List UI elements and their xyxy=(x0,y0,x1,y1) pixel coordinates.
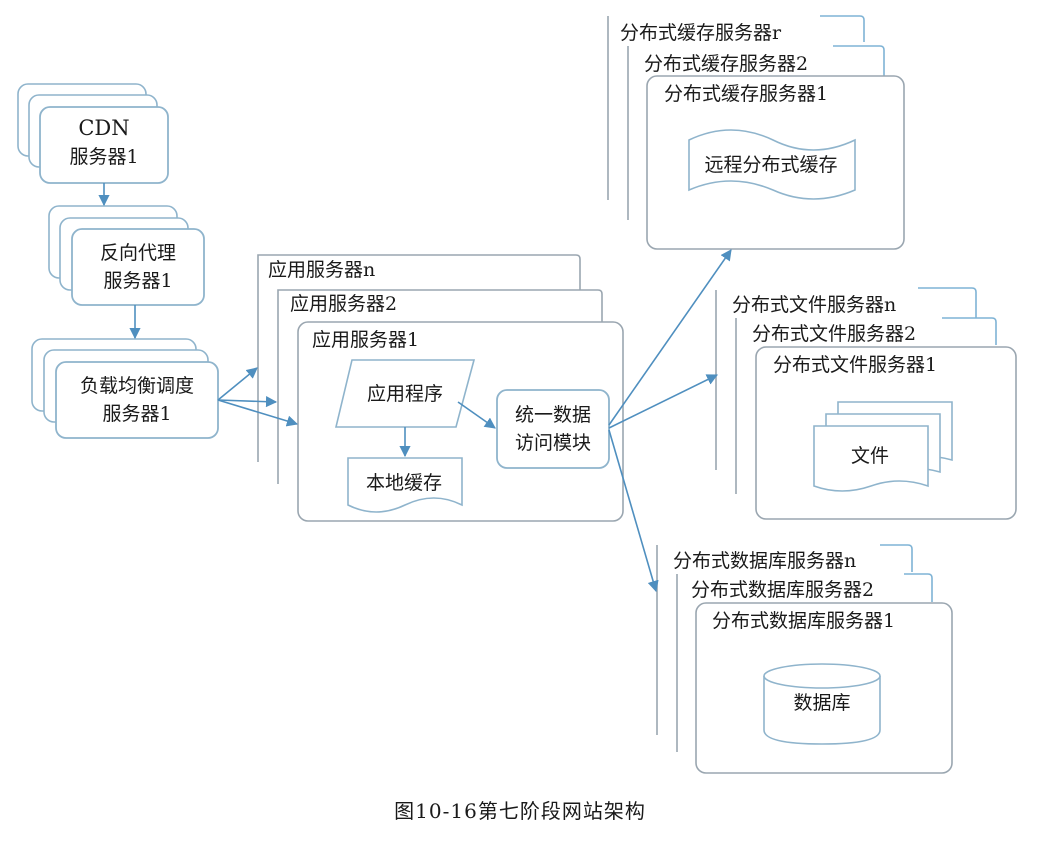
cache-server-1-title: 分布式缓存服务器1 xyxy=(664,83,828,105)
app-server-n-title: 应用服务器n xyxy=(268,259,375,281)
file-server-stack: 分布式文件服务器n 分布式文件服务器2 分布式文件服务器1 文件 xyxy=(715,287,1017,520)
file-server-n-title: 分布式文件服务器n xyxy=(732,294,896,316)
load-balancer-label-line2: 服务器1 xyxy=(102,403,171,425)
cdn-server-label-line2: 服务器1 xyxy=(69,146,138,168)
reverse-proxy-label-line1: 反向代理 xyxy=(100,242,176,264)
local-cache-label: 本地缓存 xyxy=(366,472,442,494)
unified-data-access-label-line1: 统一数据 xyxy=(515,404,591,426)
app-server-1-title: 应用服务器1 xyxy=(312,329,419,351)
db-server-1-title: 分布式数据库服务器1 xyxy=(712,610,895,632)
remote-cache-shape xyxy=(688,129,856,200)
db-server-stack: 分布式数据库服务器n 分布式数据库服务器2 分布式数据库服务器1 数据库 xyxy=(656,544,953,774)
app-server-2-title: 应用服务器2 xyxy=(290,293,397,315)
db-server-n-title: 分布式数据库服务器n xyxy=(673,550,856,572)
application-program-shape xyxy=(334,359,476,428)
file-server-1-title: 分布式文件服务器1 xyxy=(773,354,937,376)
unified-data-access-label-line2: 访问模块 xyxy=(515,432,591,454)
cache-server-stack: 分布式缓存服务器r 分布式缓存服务器2 分布式缓存服务器1 远程分布式缓存 xyxy=(607,15,905,250)
cdn-server-stack: CDN 服务器1 xyxy=(17,83,169,184)
arrow-lb-to-app-1 xyxy=(217,399,299,427)
arrow-lb-to-app-n xyxy=(217,367,258,401)
load-balancer-stack: 负载均衡调度 服务器1 xyxy=(31,338,219,439)
connectors xyxy=(98,183,732,593)
load-balancer-label-line1: 负载均衡调度 xyxy=(80,375,194,397)
reverse-proxy-label-line2: 服务器1 xyxy=(103,270,172,292)
local-cache-shape xyxy=(347,457,463,513)
reverse-proxy-box xyxy=(71,228,205,306)
file-label: 文件 xyxy=(851,445,889,467)
file-server-2-title: 分布式文件服务器2 xyxy=(752,323,916,345)
arrow-uda-to-db xyxy=(608,429,659,593)
figure-caption: 图10-16第七阶段网站架构 xyxy=(394,799,646,823)
remote-cache-label: 远程分布式缓存 xyxy=(704,154,837,176)
application-program-label: 应用程序 xyxy=(367,383,443,405)
cdn-server-label-line1: CDN xyxy=(78,116,129,140)
database-cylinder-icon xyxy=(763,663,881,745)
arrow-uda-to-cache xyxy=(608,249,732,426)
unified-data-access-box xyxy=(496,389,610,469)
cache-server-r-title: 分布式缓存服务器r xyxy=(620,22,782,44)
database-label: 数据库 xyxy=(793,692,850,714)
reverse-proxy-stack: 反向代理 服务器1 xyxy=(48,205,205,306)
load-balancer-box xyxy=(55,361,219,439)
arrow-uda-to-file xyxy=(608,374,719,429)
cache-server-2-title: 分布式缓存服务器2 xyxy=(644,53,808,75)
db-server-2-title: 分布式数据库服务器2 xyxy=(691,579,874,601)
app-server-stack: 应用服务器n 应用服务器2 应用服务器1 应用程序 本地缓存 统一数据 访问模块 xyxy=(257,254,624,522)
arrow-program-to-uda xyxy=(457,401,496,429)
arrow-lb-to-app-2 xyxy=(217,396,278,408)
file-document-shape xyxy=(813,425,929,492)
